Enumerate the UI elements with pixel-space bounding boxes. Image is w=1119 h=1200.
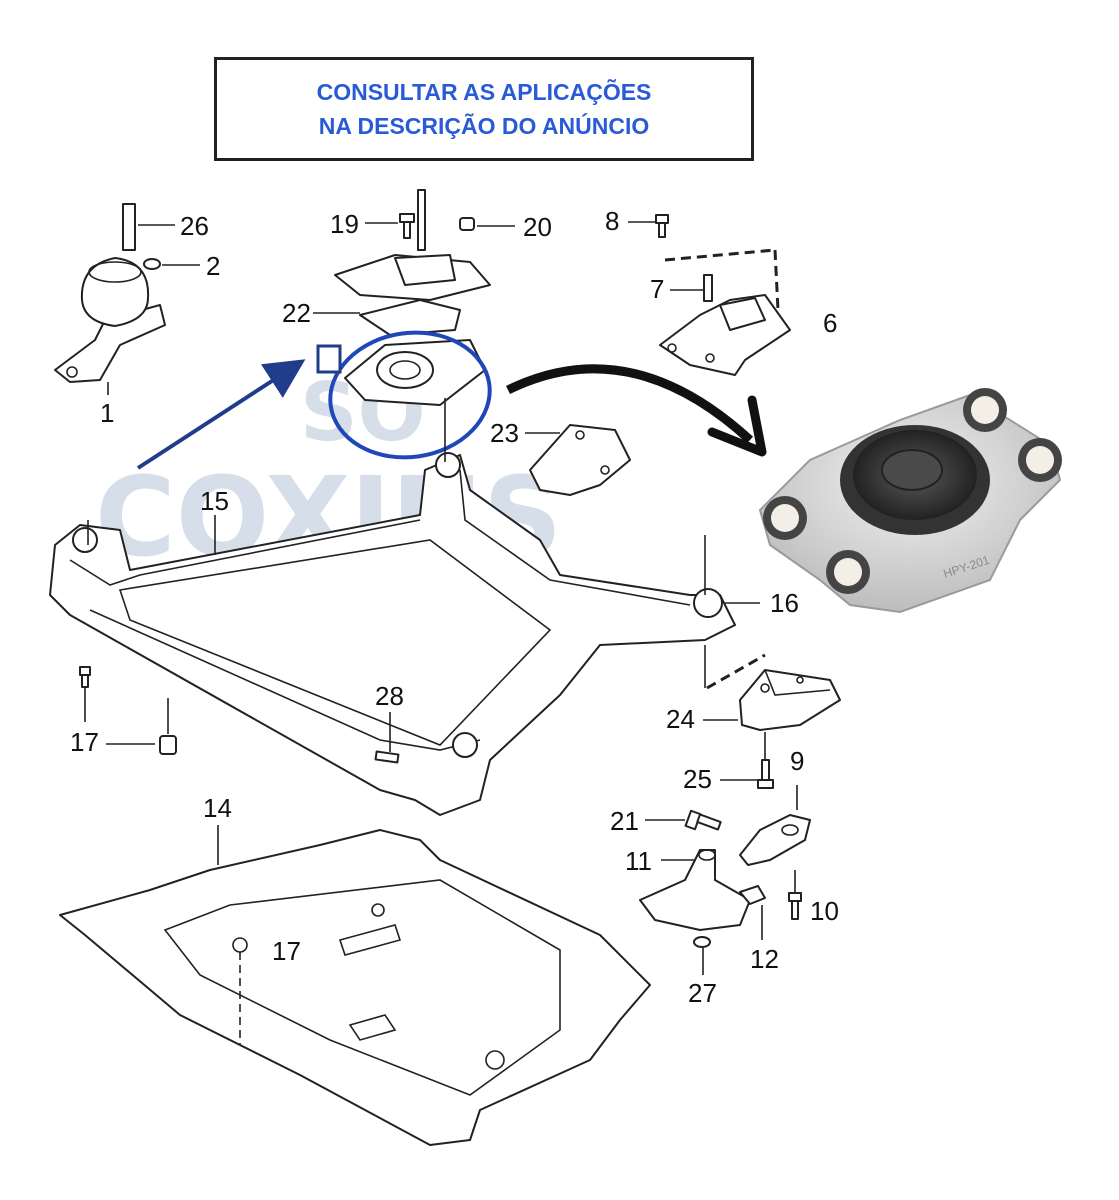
callout-10: 10 [810, 896, 839, 926]
callout-28: 28 [375, 681, 404, 711]
callout-19: 19 [330, 209, 359, 239]
part-12-clip [739, 885, 766, 940]
part-2-nut [143, 258, 200, 270]
callout-26: 26 [180, 211, 209, 241]
callout-2: 2 [206, 251, 220, 281]
callout-23: 23 [490, 418, 519, 448]
notice-line-2: NA DESCRIÇÃO DO ANÚNCIO [318, 113, 650, 139]
part-27-washer [693, 936, 711, 975]
callout-11: 11 [625, 846, 652, 876]
callout-15: 15 [200, 486, 229, 516]
part-1-mount [54, 257, 166, 395]
bushing-top-left [963, 388, 1007, 432]
callout-7: 7 [650, 274, 664, 304]
callout-22: 22 [282, 298, 311, 328]
part-15-subframe [49, 398, 760, 816]
callout-21: 21 [610, 806, 639, 836]
part-10-bolt [788, 870, 802, 920]
callout-9: 9 [790, 746, 804, 776]
part-26-stud [122, 203, 175, 251]
callout-17-frame: 17 [70, 727, 99, 757]
arrow-to-product [506, 364, 767, 457]
callout-20: 20 [523, 212, 552, 242]
part-21-bolt [645, 809, 722, 831]
highlighted-mount [316, 330, 492, 460]
callout-25: 25 [683, 764, 712, 794]
upper-bracket [313, 189, 491, 336]
bushing-bottom [826, 550, 870, 594]
part-14-shield [59, 825, 651, 1146]
part-19-bolt [365, 213, 415, 239]
callout-14: 14 [203, 793, 232, 823]
part-6-bracket [659, 248, 791, 376]
part-24-bracket [703, 645, 841, 760]
callout-24: 24 [666, 704, 695, 734]
part-20-nut [459, 217, 515, 231]
engine-mount-product: HPY-201 [758, 388, 1062, 614]
arrow-to-highlight [136, 359, 306, 470]
callout-17-shield: 17 [272, 936, 301, 966]
callout-1: 1 [100, 398, 114, 428]
part-8-bolt [628, 214, 669, 238]
part-9-bracket [739, 785, 811, 866]
callout-12: 12 [750, 944, 779, 974]
part-17-bolts [79, 666, 177, 755]
notice-line-1: CONSULTAR AS APLICAÇÕES [316, 79, 652, 105]
callout-8: 8 [605, 206, 619, 236]
part-23-bracket [525, 424, 631, 496]
bushing-left [763, 496, 807, 540]
part-25-bolt [720, 759, 774, 789]
callout-16: 16 [770, 588, 799, 618]
part-11-bracket [639, 849, 751, 931]
bushing-right [1018, 438, 1062, 482]
highlight-circle [328, 330, 492, 460]
callout-labels: 26 2 1 19 20 22 8 7 6 23 15 16 28 17 24 … [70, 206, 839, 1008]
notice-box: CONSULTAR AS APLICAÇÕES NA DESCRIÇÃO DO … [214, 57, 754, 161]
callout-6: 6 [823, 308, 837, 338]
callout-27: 27 [688, 978, 717, 1008]
